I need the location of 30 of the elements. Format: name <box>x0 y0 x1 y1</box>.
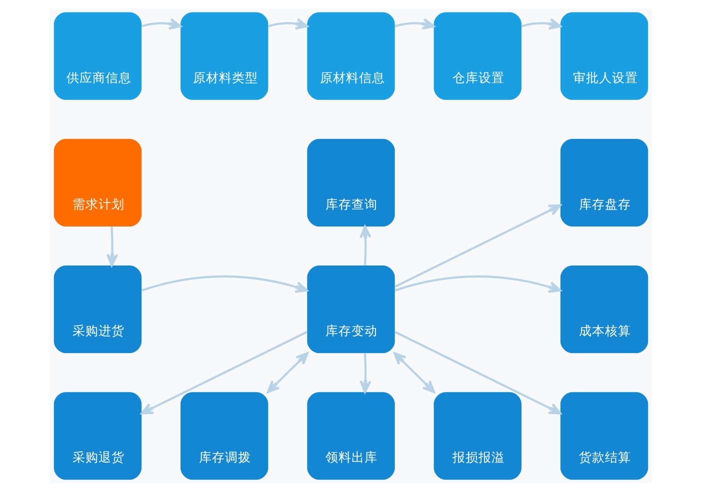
arrow <box>140 18 182 30</box>
node-box: 审批人设置 <box>560 12 648 100</box>
node-box: 库存变动 <box>306 265 394 354</box>
node-box: 成本核算 <box>560 265 648 354</box>
arrow <box>394 204 561 288</box>
node-box: 领料出库 <box>306 392 394 480</box>
arrow <box>266 352 308 394</box>
arrow <box>359 353 371 394</box>
node-box: 采购进货 <box>53 265 142 354</box>
node-box: 库存查询 <box>306 138 394 227</box>
node-box: 需求计划 <box>53 138 142 227</box>
node-box: 仓库设置 <box>433 12 521 100</box>
node-box: 报损报溢 <box>433 392 521 480</box>
node-box: 原材料类型 <box>180 12 268 100</box>
arrow <box>393 352 435 394</box>
arrow <box>140 275 308 293</box>
arrow <box>140 331 307 414</box>
node-box: 供应商信息 <box>53 12 142 100</box>
arrow <box>359 226 371 266</box>
arrow <box>394 18 434 30</box>
node-box: 采购退货 <box>53 392 142 480</box>
arrow <box>520 18 561 30</box>
arrow <box>394 275 561 293</box>
arrow <box>268 18 308 30</box>
arrow <box>106 226 118 266</box>
node-box: 库存盘存 <box>560 138 648 227</box>
node-box: 货款结算 <box>560 392 648 480</box>
node-box: 原材料信息 <box>306 12 394 100</box>
node-box: 库存调拨 <box>180 392 268 480</box>
arrow <box>394 331 561 414</box>
